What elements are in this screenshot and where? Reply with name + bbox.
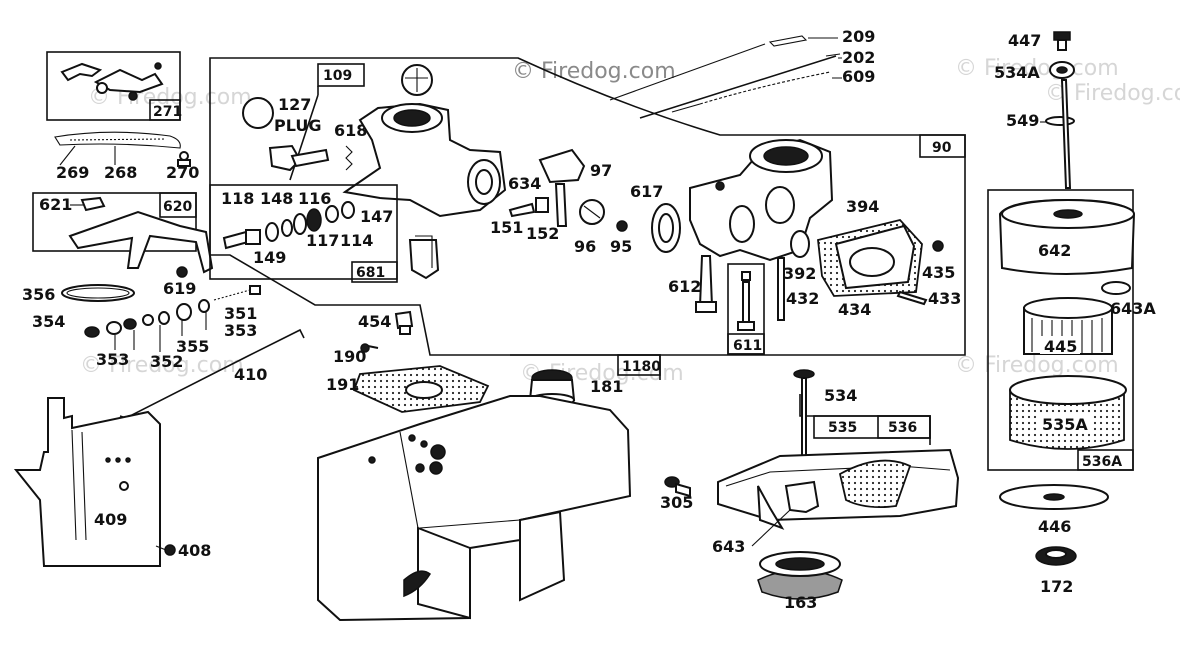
- part-label: 114: [340, 231, 373, 250]
- part-label: 643: [712, 537, 745, 556]
- part-label: 352: [150, 352, 183, 371]
- box-109: 109 127 PLUG 618: [242, 63, 433, 181]
- part-label: 618: [334, 121, 367, 140]
- part-label: 96: [574, 237, 596, 256]
- svg-text:611: 611: [733, 338, 762, 354]
- part-label: 190: [333, 347, 366, 366]
- part-label: 435: [922, 263, 955, 282]
- box-536a: 536A 642 643A 445 535A: [987, 189, 1156, 471]
- part-label: 147: [360, 207, 393, 226]
- part-label: 355: [176, 337, 209, 356]
- carburetor-group-outline: [209, 57, 966, 356]
- box-536: 535 536 534: [717, 369, 960, 530]
- part-label: 305: [660, 493, 693, 512]
- part-label: 609: [842, 67, 875, 86]
- box-90: 90 617 394 392 435 434 433 612 432: [630, 134, 966, 321]
- svg-text:620: 620: [163, 199, 192, 215]
- part-label: 392: [783, 264, 816, 283]
- part-label: 116: [298, 189, 331, 208]
- watermark-faint: © Firedog.com: [955, 353, 1119, 378]
- part-label: 634: [508, 174, 541, 193]
- part-label: 534: [824, 386, 857, 405]
- box-681: 681 118 148 116 147 114 117 149: [209, 184, 398, 283]
- carburetor-upper-body-part: [342, 102, 507, 218]
- svg-text:681: 681: [356, 265, 385, 281]
- box-620: 620 621: [32, 192, 214, 278]
- part-label: 117: [306, 231, 339, 250]
- part-label: 433: [928, 289, 961, 308]
- part-label: 356: [22, 285, 55, 304]
- part-label: 621: [39, 195, 72, 214]
- part-label: 172: [1040, 577, 1073, 596]
- part-label: 353: [224, 321, 257, 340]
- box-611: 611: [727, 263, 765, 355]
- watermark-faint: © Firedog.com: [955, 56, 1119, 81]
- control-plate-part: [13, 397, 161, 567]
- throttle-lever-part: [60, 62, 103, 82]
- part-label: 202: [842, 48, 875, 67]
- part-label: 432: [786, 289, 819, 308]
- part-label: 408: [178, 541, 211, 560]
- box-1180: 1180 181: [510, 354, 661, 407]
- part-label: 95: [610, 237, 632, 256]
- part-label: 617: [630, 182, 663, 201]
- fuel-tank-part: [317, 395, 632, 622]
- box-271: 271: [46, 51, 182, 121]
- part-label: 454: [358, 312, 391, 331]
- air-cleaner-stud-group: 447 534A 549: [994, 31, 1075, 189]
- part-label: 351: [224, 304, 257, 323]
- svg-text:90: 90: [932, 140, 952, 156]
- svg-text:536: 536: [888, 420, 917, 436]
- o-ring-356-part: [61, 284, 135, 302]
- part-label: 151: [490, 218, 523, 237]
- svg-text:536A: 536A: [1082, 454, 1122, 470]
- part-label: 148: [260, 189, 293, 208]
- part-label: 191: [326, 375, 359, 394]
- svg-text:1180: 1180: [622, 359, 661, 375]
- part-label: 446: [1038, 517, 1071, 536]
- part-label: 534A: [994, 63, 1040, 82]
- watermark-faint: © Firedog.com: [80, 353, 244, 378]
- part-label: 447: [1008, 31, 1041, 50]
- part-label: 269: [56, 163, 89, 182]
- governor-link-part: [125, 328, 305, 419]
- part-label: 268: [104, 163, 137, 182]
- svg-text:109: 109: [323, 68, 352, 84]
- part-label: 535A: [1042, 415, 1088, 434]
- part-label: 409: [94, 510, 127, 529]
- oil-bath-body-part: [717, 448, 960, 522]
- watermark: © Firedog.com: [512, 59, 676, 84]
- part-label: 163: [784, 593, 817, 612]
- part-label: 612: [668, 277, 701, 296]
- linkage-rods: 209 202 609: [609, 27, 875, 119]
- part-label: 445: [1044, 337, 1077, 356]
- part-label: 434: [838, 300, 871, 319]
- part-label: 127: [278, 95, 311, 114]
- part-label: 118: [221, 189, 254, 208]
- part-label: 394: [846, 197, 879, 216]
- part-label: 353: [96, 350, 129, 369]
- part-label: 619: [163, 279, 196, 298]
- part-label: 410: [234, 365, 267, 384]
- part-label: 270: [166, 163, 199, 182]
- governor-spring-part: [54, 131, 181, 149]
- svg-text:271: 271: [153, 104, 182, 120]
- part-label: 209: [842, 27, 875, 46]
- part-label: 549: [1006, 111, 1039, 130]
- part-label: 643A: [1110, 299, 1156, 318]
- svg-text:535: 535: [828, 420, 857, 436]
- part-label: PLUG: [274, 116, 321, 135]
- governor-bracket-part: [68, 210, 214, 274]
- part-label: 97: [590, 161, 612, 180]
- part-label: 642: [1038, 241, 1071, 260]
- part-label: 181: [590, 377, 623, 396]
- part-label: 354: [32, 312, 65, 331]
- part-label: 152: [526, 224, 559, 243]
- part-label: 149: [253, 248, 286, 267]
